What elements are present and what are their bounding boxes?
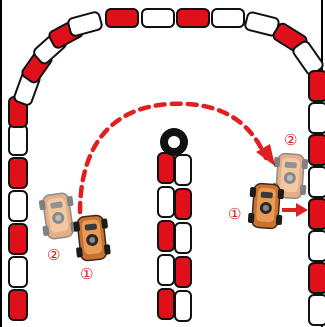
- curb-block: [309, 135, 325, 165]
- curb-block: [175, 189, 191, 219]
- kart-car-icon: [73, 214, 111, 261]
- kart-car-icon: [248, 183, 285, 229]
- curb-block: [9, 224, 27, 254]
- right-label-1: ①: [228, 205, 241, 223]
- curb-block: [9, 125, 27, 155]
- right-label-2: ②: [284, 131, 297, 149]
- curb-block: [309, 295, 325, 325]
- curb-block: [309, 231, 325, 261]
- curb-block: [309, 199, 325, 229]
- curb-block: [158, 255, 174, 285]
- curb-block: [106, 9, 138, 27]
- left-label-1: ①: [80, 265, 93, 283]
- kart-car-icon: [38, 192, 78, 240]
- curb-block: [177, 9, 209, 27]
- curb-block: [309, 103, 325, 133]
- curb-block: [175, 257, 191, 287]
- curb-block: [9, 158, 27, 188]
- left-label-2: ②: [47, 246, 60, 264]
- curb-block: [158, 153, 174, 183]
- curb-block: [9, 257, 27, 287]
- curb-block: [158, 187, 174, 217]
- curb-block: [309, 263, 325, 293]
- curb-block: [175, 155, 191, 185]
- curb-block: [212, 9, 244, 27]
- curb-block: [158, 221, 174, 251]
- curb-block: [142, 9, 174, 27]
- curb-block: [309, 71, 325, 101]
- curb-block: [9, 290, 27, 320]
- center-divider-curb: [158, 153, 191, 321]
- curb-block: [67, 11, 103, 37]
- curb-block: [175, 223, 191, 253]
- tire-stack-icon: [160, 128, 188, 156]
- arrow-right-icon: [282, 203, 308, 217]
- curb-block: [309, 167, 325, 197]
- curb-block: [9, 191, 27, 221]
- curb-block: [175, 291, 191, 321]
- curb-block: [158, 289, 174, 319]
